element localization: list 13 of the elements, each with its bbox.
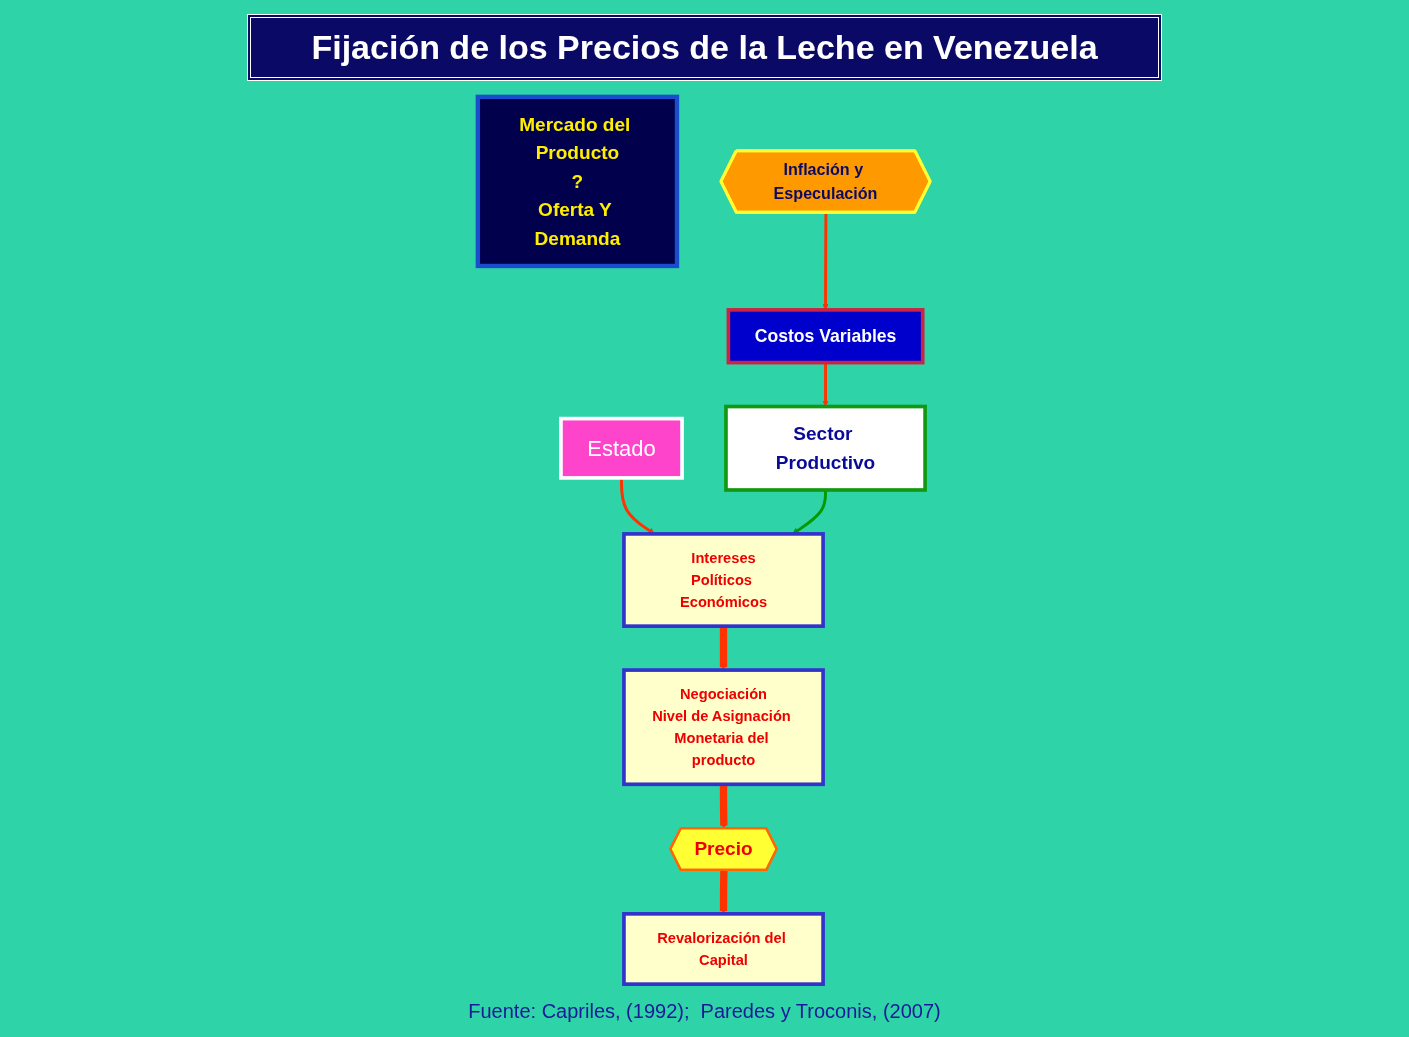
node-box: Costos Variables (727, 308, 925, 365)
node-box: Sector Productivo (724, 404, 928, 492)
arrow (720, 870, 729, 915)
source-caption: Fuente: Capriles, (1992); Paredes y Troconis, (2007) (468, 1000, 941, 1023)
node-box: Estado (559, 416, 685, 480)
node-box: Revalorización del Capital (622, 912, 826, 986)
arrow (822, 362, 830, 407)
arrow (720, 784, 728, 829)
title-banner: Fijación de los Precios de la Leche en Venezuela (247, 14, 1162, 81)
node-box: Mercado del Producto ? Oferta Y Demanda (476, 94, 680, 269)
arrow (720, 626, 728, 671)
node-box: Intereses Políticos Económicos (622, 532, 826, 628)
node-box: Negociación Nivel de Asignación Monetaria del producto (622, 668, 826, 787)
